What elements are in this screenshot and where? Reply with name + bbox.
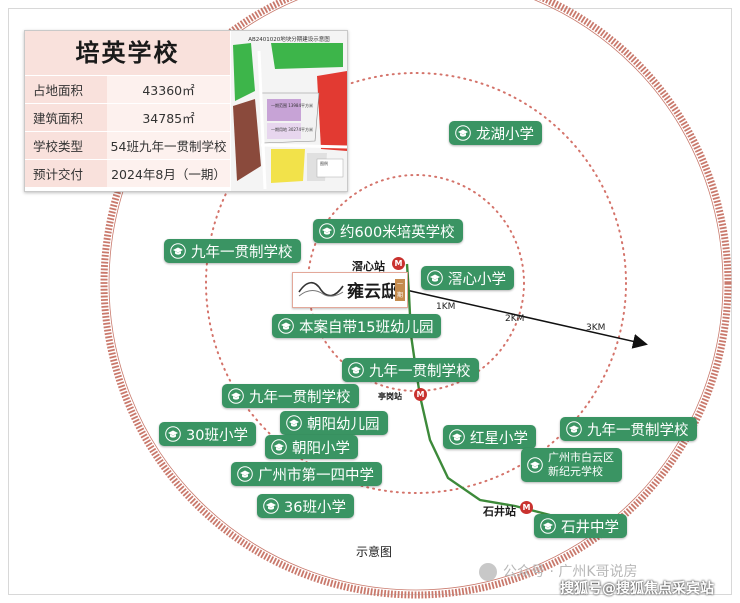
info-key: 占地面积 [25, 75, 107, 104]
school-marker[interactable]: 九年一贯制学校 [560, 417, 697, 441]
project-logo-icon [298, 281, 344, 297]
school-label: 红星小学 [470, 430, 528, 447]
school-marker[interactable]: 九年一贯制学校 [164, 239, 301, 263]
school-marker[interactable]: 滘心小学 [421, 266, 514, 290]
site-plan-label: 一期用地 30274平方米 [271, 127, 313, 132]
graduation-cap-icon [263, 498, 279, 514]
info-row: 占地面积 43360㎡ [25, 75, 230, 104]
distance-label-1km: 1KM [436, 302, 456, 312]
school-marker[interactable]: 广州市白云区 新纪元学校 [521, 448, 622, 482]
graduation-cap-icon [286, 415, 302, 431]
site-plan-legend: 图例 [320, 161, 328, 166]
site-plan-title: AB2401020地块分期建设示意图 [248, 37, 330, 43]
metro-icon: M [520, 501, 533, 514]
info-row: 预计交付 2024年8月（一期） [25, 159, 230, 187]
school-label: 36班小学 [284, 499, 346, 516]
school-label: 九年一贯制学校 [191, 244, 293, 261]
graduation-cap-icon [237, 466, 253, 482]
info-key: 学校类型 [25, 131, 107, 160]
graduation-cap-icon [527, 457, 543, 473]
graduation-cap-icon [278, 318, 294, 334]
school-info-card: 培英学校 占地面积 43360㎡ 建筑面积 34785㎡ 学校类型 54班九年一… [24, 30, 348, 192]
info-value: 2024年8月（一期） [107, 159, 230, 187]
graduation-cap-icon [319, 223, 335, 239]
metro-icon: M [392, 257, 405, 270]
info-key: 预计交付 [25, 159, 107, 187]
distance-label-3km: 3KM [586, 323, 606, 333]
distance-label-2km: 2KM [505, 314, 525, 324]
school-info-title: 培英学校 [25, 31, 230, 75]
watermark-text: 公众号 · 广州K哥说房 [503, 564, 638, 580]
school-marker[interactable]: 九年一贯制学校 [342, 358, 479, 382]
project-name: 雍云邸 [347, 282, 398, 302]
station-label-shijing: 石井站 [483, 505, 516, 518]
ring-2km [205, 72, 627, 494]
info-value: 43360㎡ [107, 75, 230, 104]
school-label: 龙湖小学 [476, 126, 534, 143]
project-badge: 一期 [395, 279, 405, 301]
graduation-cap-icon [228, 388, 244, 404]
metro-icon: M [414, 388, 427, 401]
graduation-cap-icon [566, 421, 582, 437]
wechat-icon [479, 563, 497, 581]
info-row: 建筑面积 34785㎡ [25, 103, 230, 132]
map-caption: 示意图 [356, 545, 393, 559]
graduation-cap-icon [170, 243, 186, 259]
school-label: 广州市白云区 新纪元学校 [548, 451, 614, 478]
info-value: 54班九年一贯制学校 [107, 131, 230, 160]
info-row: 学校类型 54班九年一贯制学校 [25, 131, 230, 160]
info-value: 34785㎡ [107, 103, 230, 132]
school-marker[interactable]: 九年一贯制学校 [222, 384, 359, 408]
school-label: 本案自带15班幼儿园 [299, 319, 434, 336]
school-marker[interactable]: 30班小学 [159, 422, 256, 446]
station-label-tinggang: 亭岗站 [378, 392, 402, 401]
school-marker[interactable]: 本案自带15班幼儿园 [272, 314, 442, 338]
school-marker[interactable]: 约600米培英学校 [313, 219, 463, 243]
outer-ring-inner-edge [108, 0, 724, 591]
school-label: 石井中学 [561, 519, 619, 536]
school-label: 朝阳小学 [292, 440, 350, 457]
outer-ring [100, 0, 732, 599]
site-plan-image: AB2401020地块分期建设示意图 一期范围 13984平方米 一期用地 30… [231, 31, 347, 191]
graduation-cap-icon [271, 439, 287, 455]
site-plan-label: 一期范围 13984平方米 [271, 103, 313, 108]
school-marker[interactable]: 广州市第一四中学 [231, 462, 382, 486]
school-info-table: 占地面积 43360㎡ 建筑面积 34785㎡ 学校类型 54班九年一贯制学校 … [25, 75, 230, 187]
school-label: 九年一贯制学校 [249, 389, 351, 406]
graduation-cap-icon [455, 125, 471, 141]
school-label: 九年一贯制学校 [369, 363, 471, 380]
school-marker[interactable]: 石井中学 [534, 514, 627, 538]
graduation-cap-icon [165, 426, 181, 442]
school-marker[interactable]: 朝阳幼儿园 [280, 411, 388, 435]
project-marker: 雍云邸 一期 [292, 272, 408, 308]
school-label: 滘心小学 [448, 271, 506, 288]
distance-arrow [405, 289, 648, 349]
school-label: 朝阳幼儿园 [307, 416, 380, 433]
graduation-cap-icon [449, 429, 465, 445]
school-marker[interactable]: 红星小学 [443, 425, 536, 449]
school-marker[interactable]: 龙湖小学 [449, 121, 542, 145]
station-label-jiaoxin: 滘心站 [352, 260, 385, 273]
school-label: 约600米培英学校 [340, 224, 455, 241]
graduation-cap-icon [427, 270, 443, 286]
graduation-cap-icon [540, 518, 556, 534]
watermark-wechat: 公众号 · 广州K哥说房 [479, 561, 638, 581]
school-label: 30班小学 [186, 427, 248, 444]
school-label: 九年一贯制学校 [587, 422, 689, 439]
info-key: 建筑面积 [25, 103, 107, 132]
graduation-cap-icon [348, 362, 364, 378]
watermark-sohu: 搜狐号@搜狐焦点采宾站 [560, 581, 714, 597]
school-marker[interactable]: 36班小学 [257, 494, 354, 518]
school-label: 广州市第一四中学 [258, 467, 374, 484]
school-marker[interactable]: 朝阳小学 [265, 435, 358, 459]
site-plan-drawing [231, 31, 347, 191]
